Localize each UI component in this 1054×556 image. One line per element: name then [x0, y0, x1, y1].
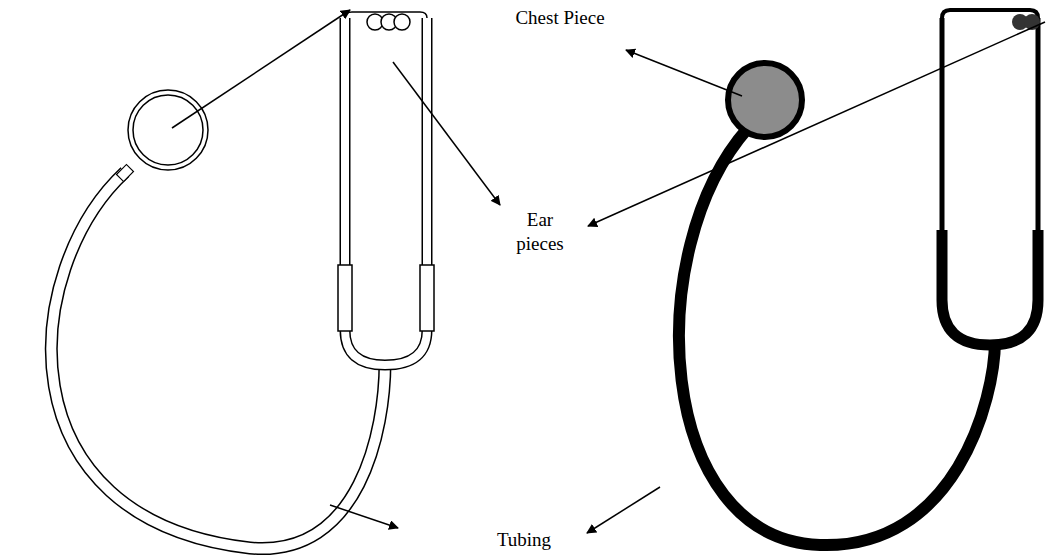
leader-arrows [172, 10, 1045, 533]
part-label: Chest Piece [513, 6, 606, 30]
outline-stethoscope [51, 12, 434, 549]
filled-stethoscope [679, 10, 1040, 545]
part-label: Tubing [495, 528, 553, 552]
part-label: Ear pieces [503, 208, 577, 256]
